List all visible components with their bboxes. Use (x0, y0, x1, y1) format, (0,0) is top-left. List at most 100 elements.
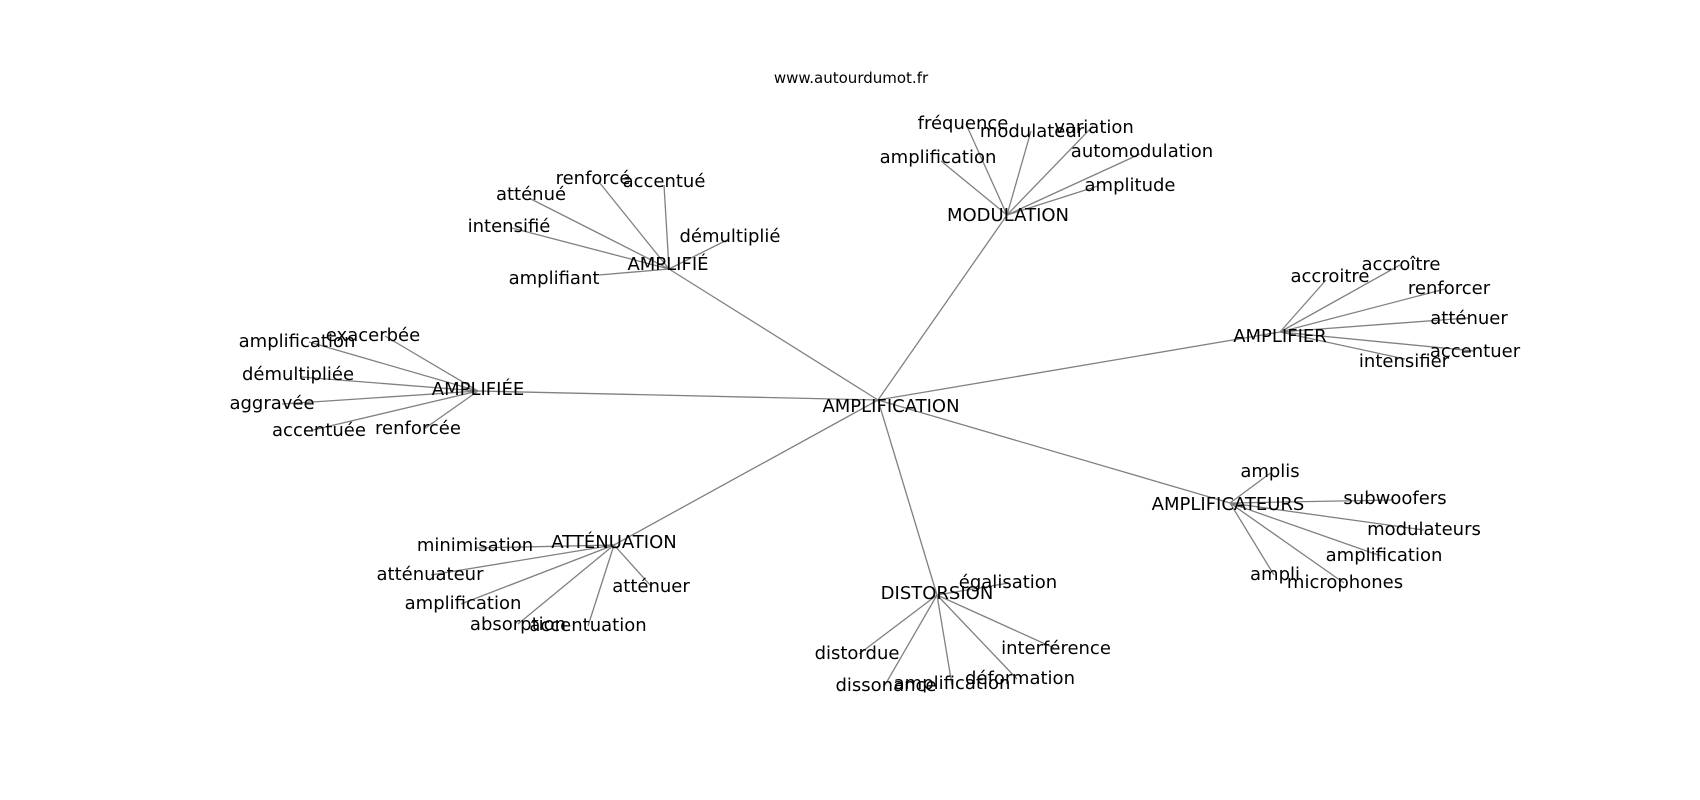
edge-center-to-1 (668, 268, 879, 401)
source-url: www.autourdumot.fr (774, 69, 929, 87)
edge-center-to-4 (477, 390, 879, 401)
leaf-word-label: amplitude (1085, 175, 1176, 196)
leaf-word-label: accentuer (1430, 341, 1521, 362)
leaf-word-label: distordue (815, 643, 900, 664)
edge-leaf (1279, 264, 1401, 333)
edge-leaf (598, 181, 670, 270)
edge-leaf (884, 594, 938, 686)
edge-leaf (460, 544, 615, 605)
edge-center-to-3 (877, 331, 1281, 401)
leaf-word-label: minimisation (417, 535, 533, 556)
leaf-word-label: atténuateur (376, 564, 484, 585)
leaf-word-label: accentuation (529, 615, 646, 636)
edge-leaf (1229, 502, 1382, 557)
edge-leaf (936, 582, 1010, 596)
edge-leaf (384, 335, 479, 392)
edge-leaf (587, 544, 615, 627)
edges (281, 123, 1475, 686)
leaf-word-label: accentué (623, 171, 706, 192)
edge-leaf (1006, 185, 1099, 216)
leaf-word-label: démultipliée (242, 364, 354, 385)
leaf-word-label: renforcé (556, 168, 631, 189)
edge-leaf (1006, 153, 1141, 216)
edge-leaf (300, 376, 479, 392)
edge-leaf (1279, 331, 1406, 360)
edge-leaf (1229, 502, 1275, 576)
edge-leaf (1229, 502, 1425, 531)
edge-leaf (936, 594, 953, 686)
leaf-word-label: amplifiant (509, 268, 600, 289)
leaf-word-label: ampli (1250, 564, 1300, 585)
leaf-word-label: intensifié (468, 216, 551, 237)
leaf-word-label: accroitre (1291, 266, 1370, 287)
cluster-hub-label: DISTORSION (881, 583, 994, 604)
cluster-hub-label: MODULATION (947, 205, 1069, 226)
leaf-word-label: interférence (1001, 638, 1111, 659)
edge-leaf (1006, 130, 1032, 216)
edge-leaf (936, 594, 1018, 680)
leaf-word-label: atténuer (612, 576, 690, 597)
leaf-word-label: variation (1054, 117, 1134, 138)
edge-leaf (1279, 331, 1475, 352)
leaf-word-label: exacerbée (326, 325, 420, 346)
edge-leaf (663, 184, 670, 270)
edge-leaf (517, 544, 615, 625)
leaf-word-label: amplification (894, 673, 1011, 694)
leaf-word-label: amplis (1240, 461, 1299, 482)
leaf-word-label: amplification (1326, 545, 1443, 566)
edge-leaf (312, 390, 479, 431)
cluster-hub-label: ATTÉNUATION (551, 531, 676, 553)
leaf-word-label: amplification (405, 593, 522, 614)
leaf-word-label: intensifier (1359, 351, 1450, 372)
edge-leaf (858, 594, 938, 655)
leaf-word-label: déformation (965, 668, 1075, 689)
edge-leaf (475, 544, 615, 549)
leaf-word-label: accroître (1362, 254, 1441, 275)
edge-leaf (281, 390, 479, 405)
leaf-word-label: aggravée (229, 393, 314, 414)
cluster-hub-label: AMPLIFICATEURS (1152, 494, 1305, 515)
edge-leaf (1229, 471, 1273, 504)
leaf-word-label: dissonance (835, 675, 936, 696)
leaf-word-label: démultiplié (679, 226, 780, 247)
edge-center-to-5 (877, 399, 1231, 504)
leaf-word-label: accentuée (272, 420, 366, 441)
edge-center-to-7 (877, 399, 938, 596)
leaf-word-label: microphones (1287, 572, 1403, 593)
leaf-word-label: atténuer (1430, 308, 1508, 329)
edge-leaf (1279, 279, 1327, 333)
leaf-word-label: subwoofers (1343, 488, 1446, 509)
edge-leaf (613, 544, 652, 587)
cluster-hub-label: AMPLIFIER (1233, 326, 1327, 347)
leaf-word-label: modulateurs (1367, 519, 1481, 540)
leaf-word-label: renforcer (1408, 278, 1491, 299)
leaf-word-label: amplification (880, 147, 997, 168)
edge-leaf (940, 160, 1008, 216)
edge-leaf (1229, 502, 1345, 584)
edge-leaf (1279, 288, 1446, 333)
edge-leaf (965, 123, 1008, 216)
edge-leaf (511, 227, 670, 270)
edge-leaf (1229, 499, 1395, 504)
edge-leaf (1006, 125, 1094, 216)
leaf-word-label: renforcée (375, 418, 461, 439)
leaf-word-label: atténué (496, 184, 566, 205)
edge-leaf (668, 239, 728, 270)
edge-leaf (1279, 317, 1469, 333)
edge-leaf (308, 341, 479, 392)
edge-leaf (528, 197, 670, 270)
cluster-hub-label: AMPLIFIÉ (627, 253, 708, 275)
edge-center-to-2 (877, 214, 1008, 401)
edge-leaf (423, 390, 479, 430)
leaf-word-label: égalisation (959, 572, 1057, 593)
edge-leaf (936, 594, 1055, 649)
leaf-word-label: amplification (239, 331, 356, 352)
leaf-word-label: modulateur (980, 121, 1085, 142)
edge-leaf (430, 544, 615, 576)
leaf-word-label: absorption (470, 614, 566, 635)
leaf-word-label: automodulation (1071, 141, 1213, 162)
edge-center-to-6 (613, 399, 879, 546)
cluster-hub-label: AMPLIFIÉE (432, 378, 524, 400)
